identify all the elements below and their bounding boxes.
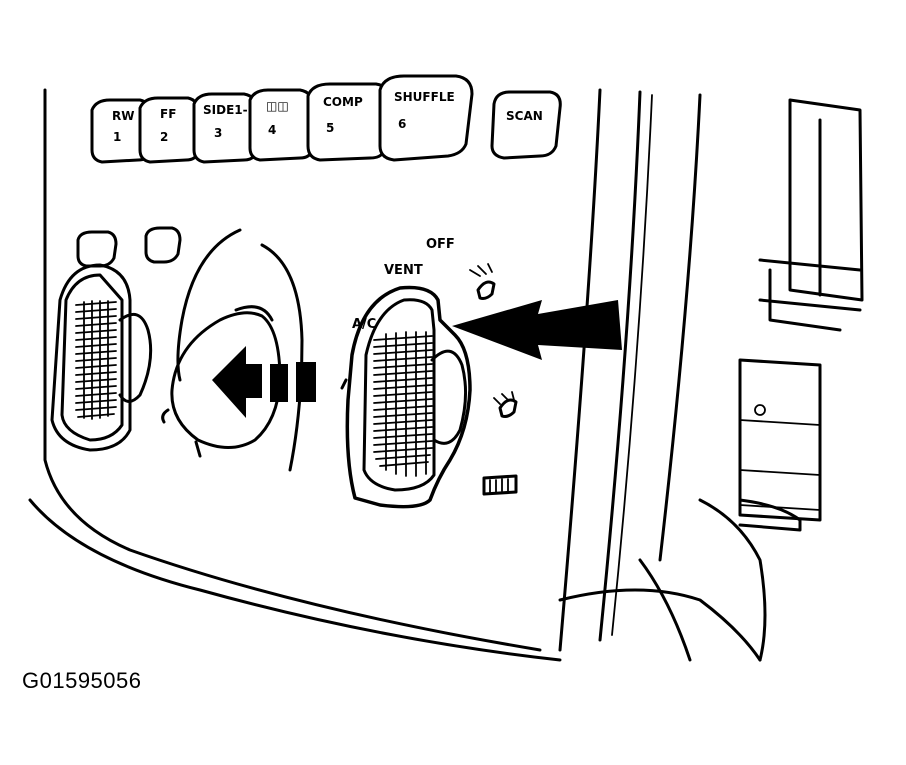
- preset-label-shuffle: SHUFFLE: [394, 90, 455, 104]
- pointer-arrow-icon: [452, 300, 622, 360]
- preset-number-6: 6: [398, 117, 406, 131]
- preset-button-shuffle[interactable]: SHUFFLE 6: [378, 74, 474, 162]
- mode-label-off: OFF: [426, 237, 455, 252]
- preset-number-1: 1: [113, 130, 121, 144]
- preset-number-5: 5: [326, 121, 334, 135]
- preset-button-dolby[interactable]: ◫◫ 4: [248, 88, 314, 162]
- small-button-left[interactable]: [76, 230, 118, 268]
- preset-button-comp[interactable]: COMP 5: [306, 82, 390, 162]
- preset-number-3: 3: [214, 126, 222, 140]
- figure-id-label: G01595056: [22, 668, 142, 693]
- face-vent-icon: [469, 263, 496, 300]
- center-dial[interactable]: [161, 228, 304, 472]
- preset-label-rw: RW: [112, 109, 134, 123]
- small-buttons: [76, 226, 182, 268]
- mode-selector-knob[interactable]: [340, 285, 472, 509]
- floor-vent-icon: [493, 391, 518, 418]
- mode-knob-grip: [373, 331, 433, 477]
- dash-panel: [28, 88, 864, 662]
- preset-button-ff[interactable]: FF 2: [138, 96, 200, 164]
- left-vent: [50, 263, 153, 452]
- preset-label-ff: FF: [160, 107, 176, 121]
- preset-button-row: RW 1 FF 2 SIDE1-2 3 ◫◫ 4 COMP 5 SHUFFLE …: [90, 74, 562, 164]
- preset-label-dolby: ◫◫: [266, 99, 289, 113]
- mode-label-vent: VENT: [384, 263, 423, 278]
- preset-number-2: 2: [160, 130, 168, 144]
- small-button-right[interactable]: [144, 226, 182, 264]
- scan-label: SCAN: [506, 109, 543, 123]
- preset-number-4: 4: [268, 123, 276, 137]
- scan-button[interactable]: SCAN: [490, 90, 562, 160]
- left-vent-louvers: [75, 300, 117, 420]
- dashed-arrow-icon: [212, 346, 316, 418]
- preset-button-side[interactable]: SIDE1-2 3: [192, 92, 258, 164]
- preset-label-comp: COMP: [323, 95, 363, 109]
- preset-label-side: SIDE1-2: [203, 103, 256, 117]
- defrost-icon: [482, 474, 518, 496]
